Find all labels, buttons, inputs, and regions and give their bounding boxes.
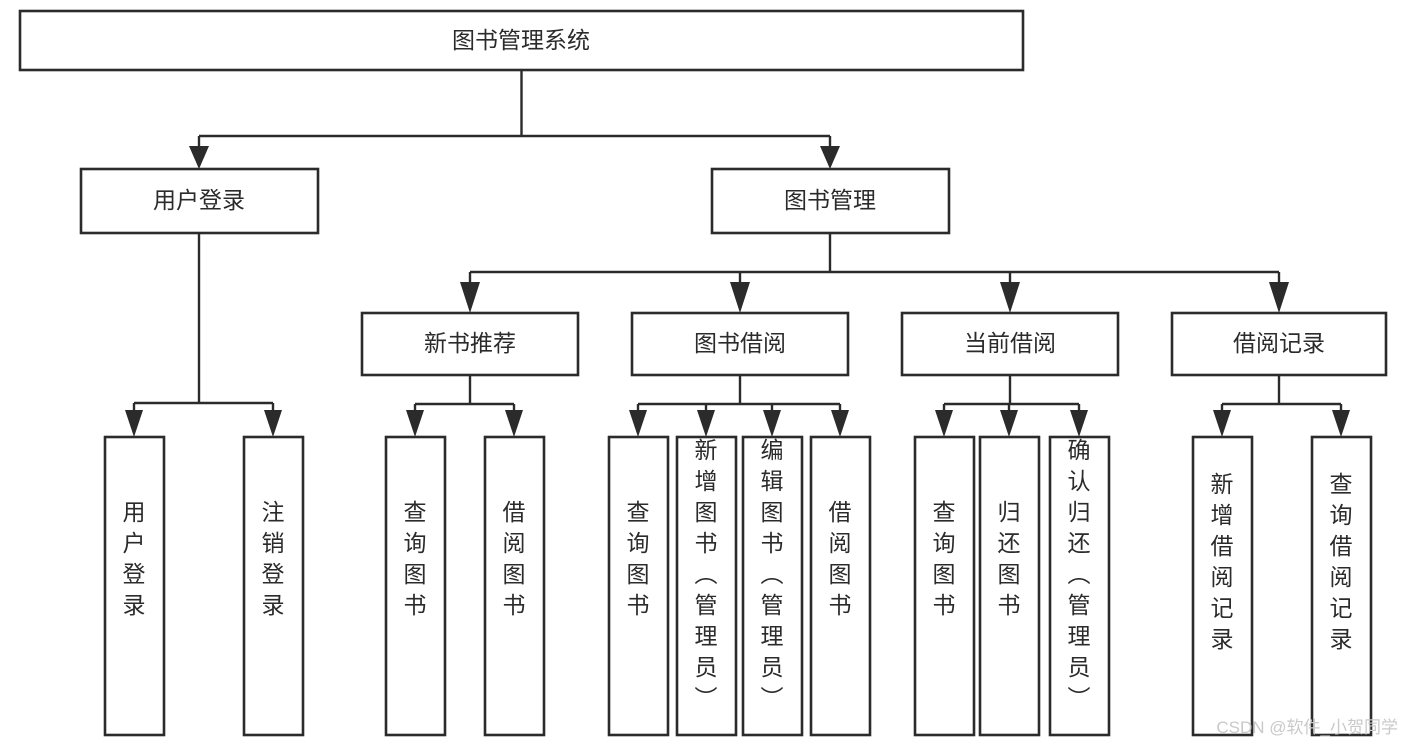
arrow-head-leaf-borrow-book-1 [505,410,523,437]
node-leaf-borrow-book-1[interactable]: 借阅图书 [483,435,546,737]
node-current-borrow-label: 当前借阅 [964,330,1056,356]
connector-layer [125,70,1350,437]
node-book-borrow[interactable]: 图书借阅 [630,311,850,377]
node-borrow-record-label: 借阅记录 [1233,330,1325,356]
node-leaf-edit-book[interactable]: 编辑图书︵管理员︶ [741,435,804,737]
arrow-head-leaf-add-book [697,410,715,437]
node-leaf-query-book-2-box[interactable] [607,435,670,737]
node-leaf-return-book[interactable]: 归还图书 [978,435,1041,737]
node-user-login-box[interactable] [79,167,320,235]
arrow-head-leaf-logout [264,410,282,437]
node-leaf-confirm-return[interactable]: 确认归还︵管理员︶ [1048,435,1111,737]
arrow-head-book-borrow [730,282,750,313]
node-book-manage-label: 图书管理 [784,187,876,213]
node-leaf-query-book-2-label: 查询图书 [627,499,650,618]
node-leaf-user-login[interactable]: 用户登录 [103,435,166,737]
node-book-borrow-box[interactable] [630,311,850,377]
node-leaf-query-book-1-label: 查询图书 [404,499,427,618]
arrow-head-new-book-rec [460,282,480,313]
csdn-watermark: CSDN @软件_小贺同学 [1216,718,1398,737]
node-leaf-query-book-2[interactable]: 查询图书 [607,435,670,737]
node-leaf-edit-book-label: 编辑图书︵管理员︶ [761,437,784,711]
arrow-head-leaf-return-book [1000,410,1018,437]
node-book-manage[interactable]: 图书管理 [710,167,951,235]
arrow-head-leaf-user-login [125,410,143,437]
node-leaf-logout-label: 注销登录 [262,499,285,618]
node-leaf-add-record-box[interactable] [1191,435,1254,737]
node-new-book-rec-box[interactable] [360,311,580,377]
node-leaf-borrow-book-1-box[interactable] [483,435,546,737]
node-borrow-record-box[interactable] [1170,311,1388,377]
node-root-box[interactable] [18,9,1025,72]
node-leaf-add-book[interactable]: 新增图书︵管理员︶ [675,435,738,737]
node-user-login-label: 用户登录 [153,187,245,213]
arrow-head-leaf-add-record [1213,410,1231,437]
arrow-head-leaf-borrow-book-2 [831,410,849,437]
node-leaf-logout[interactable]: 注销登录 [242,435,305,737]
node-leaf-return-book-box[interactable] [978,435,1041,737]
node-leaf-add-book-label: 新增图书︵管理员︶ [695,437,718,711]
node-leaf-add-record[interactable]: 新增借阅记录 [1191,435,1254,737]
node-leaf-user-login-label: 用户登录 [123,499,146,618]
node-leaf-query-book-1[interactable]: 查询图书 [384,435,447,737]
arrow-head-borrow-record [1269,282,1289,313]
node-leaf-query-book-3-label: 查询图书 [933,499,956,618]
node-book-borrow-label: 图书借阅 [694,330,786,356]
node-new-book-rec-label: 新书推荐 [424,330,516,356]
node-leaf-borrow-book-2-label: 借阅图书 [829,499,852,618]
arrow-head-leaf-query-record [1332,410,1350,437]
node-leaf-logout-box[interactable] [242,435,305,737]
node-leaf-query-book-3-box[interactable] [913,435,976,737]
arrow-head-user-login [189,146,209,169]
node-leaf-add-book-box[interactable] [675,435,738,737]
node-leaf-borrow-book-1-label: 借阅图书 [503,499,526,618]
node-leaf-query-book-3[interactable]: 查询图书 [913,435,976,737]
node-new-book-rec[interactable]: 新书推荐 [360,311,580,377]
node-leaf-confirm-return-label: 确认归还︵管理员︶ [1068,437,1091,711]
node-leaf-edit-book-box[interactable] [741,435,804,737]
node-leaf-borrow-book-2[interactable]: 借阅图书 [809,435,872,737]
node-leaf-add-record-label: 新增借阅记录 [1211,471,1234,652]
node-leaf-return-book-label: 归还图书 [998,499,1021,618]
node-leaf-query-book-1-box[interactable] [384,435,447,737]
arrow-head-leaf-query-book-2 [629,410,647,437]
node-leaf-confirm-return-box[interactable] [1048,435,1111,737]
node-current-borrow[interactable]: 当前借阅 [900,311,1120,377]
node-book-manage-box[interactable] [710,167,951,235]
node-borrow-record[interactable]: 借阅记录 [1170,311,1388,377]
node-leaf-query-record-label: 查询借阅记录 [1330,471,1353,652]
node-leaf-query-record[interactable]: 查询借阅记录 [1310,435,1373,737]
node-leaf-user-login-box[interactable] [103,435,166,737]
arrow-head-current-borrow [1000,282,1020,313]
node-leaf-borrow-book-2-box[interactable] [809,435,872,737]
arrow-head-leaf-query-book-1 [406,410,424,437]
node-leaf-query-record-box[interactable] [1310,435,1373,737]
arrow-head-book-manage [820,146,840,169]
arrow-head-leaf-edit-book [763,410,781,437]
node-root-label: 图书管理系统 [452,27,590,53]
arrow-head-leaf-query-book-3 [935,410,953,437]
node-current-borrow-box[interactable] [900,311,1120,377]
arrow-head-leaf-confirm-return [1070,410,1088,437]
node-user-login[interactable]: 用户登录 [79,167,320,235]
node-root[interactable]: 图书管理系统 [18,9,1025,72]
